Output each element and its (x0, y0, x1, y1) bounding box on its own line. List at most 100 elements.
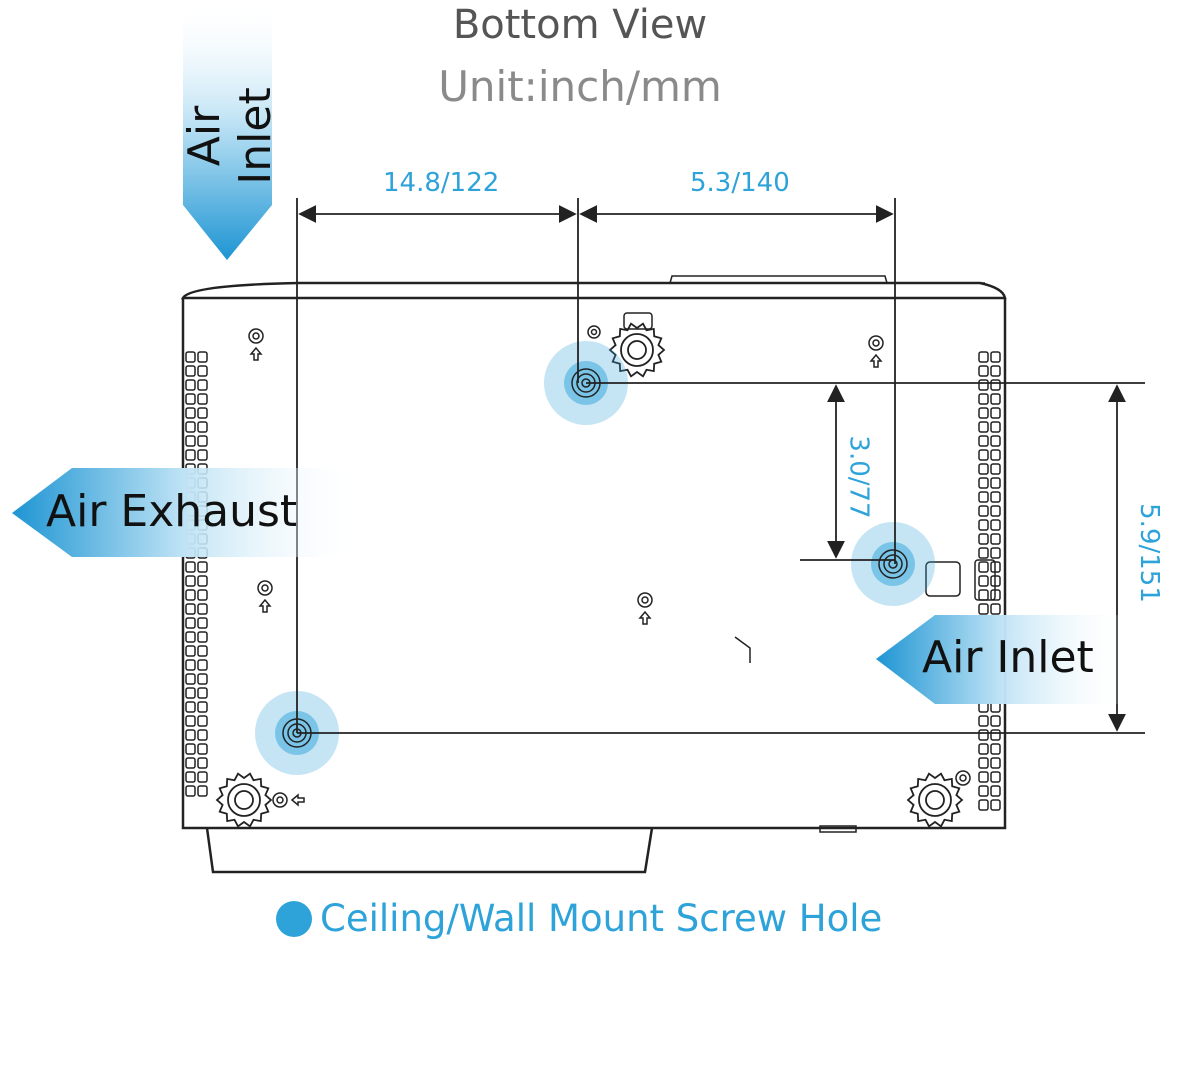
vent-slot (978, 505, 989, 517)
vent-slot (185, 631, 196, 643)
vent-slot (978, 351, 989, 363)
legend-dot-icon (276, 900, 312, 937)
vent-slot (197, 365, 208, 377)
vent-slot (185, 701, 196, 713)
vent-slot (197, 659, 208, 671)
corner-mark (734, 636, 751, 663)
vent-slot (185, 673, 196, 685)
air-inlet-top-arrow (183, 8, 272, 260)
vent-slot (990, 519, 1001, 531)
vent-slot (978, 533, 989, 545)
unit-label: Unit:inch/mm (438, 62, 722, 111)
vent-grille-right (978, 351, 1001, 811)
screw-marker (587, 325, 601, 339)
vent-slot (990, 505, 1001, 517)
vent-slot (197, 715, 208, 727)
vent-slot (990, 477, 1001, 489)
vent-slot (197, 771, 208, 783)
vent-slot (990, 729, 1001, 741)
vent-slot (990, 603, 1001, 615)
vent-slot (185, 659, 196, 671)
vent-slot (197, 421, 208, 433)
vent-slot (185, 407, 196, 419)
vent-slot (978, 715, 989, 727)
screw-marker (257, 580, 273, 613)
vent-slot (197, 617, 208, 629)
legend-text: Ceiling/Wall Mount Screw Hole (320, 897, 883, 940)
vent-slot (990, 533, 1001, 545)
vent-slot (185, 729, 196, 741)
dim-top-left: 14.8/122 (383, 168, 500, 198)
vent-slot (990, 407, 1001, 419)
vent-slot (990, 715, 1001, 727)
vent-slot (990, 799, 1001, 811)
vent-slot (185, 351, 196, 363)
air-exhaust-label: Air Exhaust (46, 486, 298, 537)
air-inlet-top-label: Air Inlet (179, 87, 281, 185)
mount-hole (851, 522, 935, 606)
vent-slot (197, 379, 208, 391)
vent-slot (978, 757, 989, 769)
vent-slot (978, 365, 989, 377)
vent-slot (197, 785, 208, 797)
vent-slot (990, 421, 1001, 433)
dim-right-outer: 5.9/151 (1133, 503, 1164, 603)
vent-slot (197, 407, 208, 419)
vent-slot (185, 575, 196, 587)
vent-slot (185, 379, 196, 391)
vent-slot (185, 715, 196, 727)
vent-slot (978, 771, 989, 783)
vent-slot (197, 757, 208, 769)
vent-slot (990, 393, 1001, 405)
vent-slot (197, 589, 208, 601)
vent-slot (197, 673, 208, 685)
vent-grille-left (185, 351, 208, 797)
legend: Ceiling/Wall Mount Screw Hole (276, 897, 882, 940)
vent-slot (990, 785, 1001, 797)
vent-slot (185, 393, 196, 405)
port-square (925, 561, 961, 597)
vent-slot (197, 603, 208, 615)
vent-slot (197, 645, 208, 657)
vent-slot (185, 561, 196, 573)
vent-slot (185, 785, 196, 797)
air-inlet-right-arrow (876, 615, 1125, 704)
air-inlet-right-label: Air Inlet (922, 632, 1094, 683)
vent-slot (978, 575, 989, 587)
vent-slot (185, 743, 196, 755)
vent-slot (978, 589, 989, 601)
vent-slot (990, 743, 1001, 755)
vent-slot (978, 463, 989, 475)
vent-slot (185, 435, 196, 447)
vent-slot (990, 491, 1001, 503)
screw-marker (868, 335, 884, 368)
vent-slot (990, 351, 1001, 363)
vent-slot (978, 729, 989, 741)
adjustable-foot (608, 322, 666, 378)
vent-slot (185, 617, 196, 629)
vent-slot (978, 449, 989, 461)
vent-slot (197, 435, 208, 447)
vent-slot (197, 687, 208, 699)
vent-slot (978, 477, 989, 489)
air-exhaust-arrow (12, 468, 355, 557)
screw-marker (637, 592, 653, 625)
vent-slot (978, 491, 989, 503)
vent-slot (978, 603, 989, 615)
vent-slot (197, 393, 208, 405)
vent-slot (978, 799, 989, 811)
vent-slot (990, 463, 1001, 475)
vent-slot (978, 407, 989, 419)
vent-slot (978, 561, 989, 573)
vent-slot (978, 519, 989, 531)
screw-marker (272, 792, 305, 808)
vent-slot (197, 743, 208, 755)
screw-marker (955, 770, 971, 786)
vent-slot (978, 435, 989, 447)
vent-slot (185, 645, 196, 657)
dim-right-inner: 3.0/77 (843, 435, 874, 519)
adjustable-foot (215, 772, 273, 828)
vent-slot (990, 547, 1001, 559)
vent-slot (197, 575, 208, 587)
vent-slot (185, 365, 196, 377)
